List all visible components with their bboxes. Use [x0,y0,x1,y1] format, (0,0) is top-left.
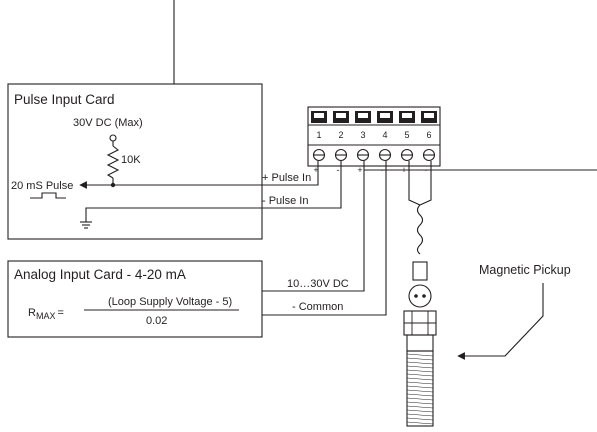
sensor-thread-line [406,353,434,357]
sensor-thread-line [406,385,434,389]
terminal-number-4: 4 [382,130,387,140]
supply-voltage-label: 30V DC (Max) [73,117,143,129]
sensor-thread-line [406,357,434,361]
terminal-screw-slot-6 [424,113,434,118]
pulse-in-plus-wire [79,161,319,189]
terminal-number-1: 1 [316,130,321,140]
sensor-lead-5 [408,161,421,206]
terminal-number-6: 6 [426,130,431,140]
sensor-cable-boot [412,261,428,281]
pulse-in-minus-label: - Pulse In [262,195,308,207]
sensor-thread-line [406,365,434,369]
pulse-width-label: 20 mS Pulse [11,180,73,192]
sensor-thread-line [406,377,434,381]
common-wire [262,161,387,316]
pulse-card-title: Pulse Input Card [14,92,115,107]
common-wire-label: - Common [292,301,343,313]
connector-pin [414,294,418,298]
sensor-thread-line [406,409,434,413]
sensor-thread-line [406,401,434,405]
resistor-value-label: 10K [121,154,141,166]
sensor-connector-face [408,284,432,308]
sensor-thread-line [406,421,434,425]
analog-card-title: Analog Input Card - 4-20 mA [14,267,186,282]
formula-numerator: (Loop Supply Voltage - 5) [108,296,232,308]
formula-label: RMAX= [28,307,64,321]
sensor-thread-line [406,393,434,397]
sensor-lead-6 [419,161,432,206]
sensor-threads [406,353,434,425]
formula-prefix: R [28,307,36,319]
terminal-polarity-1: + [313,165,318,175]
terminal-cells: 1+2-3+4-5+6- [311,111,437,175]
pulse-waveform-icon [30,192,66,199]
supply-terminal [109,134,117,142]
sensor-thread-line [406,381,434,385]
sensor-cable-twisted [416,204,424,255]
sensor-neck [406,334,434,352]
terminal-polarity-3: + [357,165,362,175]
magnetic-pickup-label: Magnetic Pickup [479,263,571,277]
sensor-thread-line [406,397,434,401]
terminal-number-5: 5 [404,130,409,140]
analog-input-card: Analog Input Card - 4-20 mA RMAX= (Loop … [7,260,263,338]
sensor-thread-line [406,389,434,393]
magnetic-pickup [403,161,437,427]
sensor-thread-line [406,373,434,377]
pulse-in-minus-wire [85,161,342,215]
terminal-screw-slot-5 [402,113,412,118]
sensor-thread-line [406,417,434,421]
terminal-number-3: 3 [360,130,365,140]
terminal-block-body [307,106,441,167]
terminal-screw-slot-4 [380,113,390,118]
terminal-screw-slot-1 [314,113,324,118]
sensor-body [406,350,434,427]
terminal-number-2: 2 [338,130,343,140]
terminal-polarity-2: - [337,165,340,175]
analog-input-card-frame [7,260,263,338]
pulse-in-plus-label: + Pulse In [262,172,311,184]
sensor-thread-line [406,361,434,365]
sensor-thread-line [406,413,434,417]
pullup-resistor [106,145,120,179]
terminal-screw-slot-3 [358,113,368,118]
formula-subscript: MAX [36,311,56,321]
supply-wire-label: 10…30V DC [287,278,349,290]
sensor-thread-line [406,369,434,373]
pulse-input-card: Pulse Input Card 30V DC (Max) 10K 20 mS … [7,83,263,240]
formula-denominator: 0.02 [146,315,167,327]
pickup-pointer-arrow [457,283,544,360]
connector-pin [422,294,426,298]
pulse-input-card-frame [7,83,263,240]
sensor-thread-line [406,405,434,409]
terminal-screw-slot-2 [336,113,346,118]
terminal-block: 1+2-3+4-5+6- [307,106,441,175]
formula-equals: = [57,307,63,319]
supply-wire [262,161,365,292]
